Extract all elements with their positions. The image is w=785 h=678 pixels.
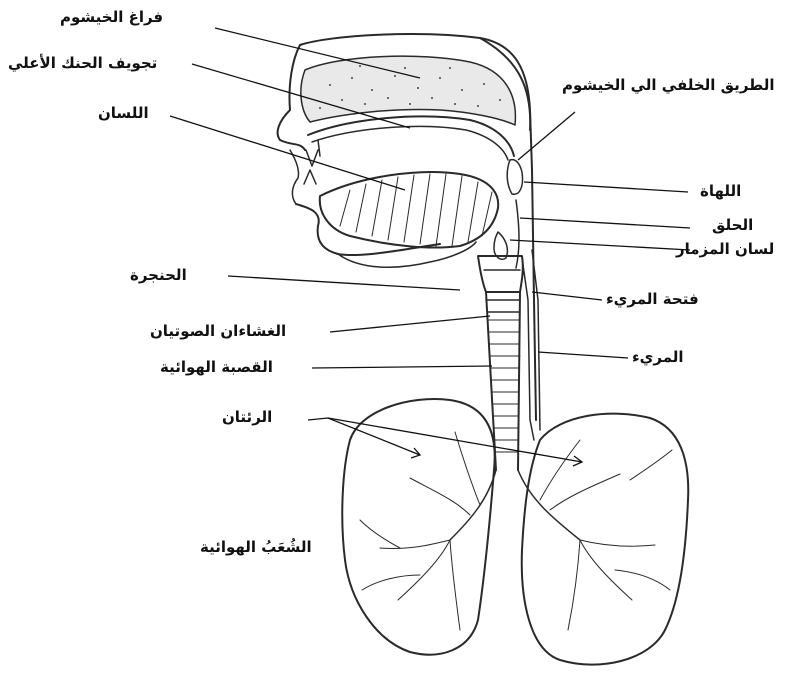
label-bronchi: الشُعَبُ الهوائية	[200, 538, 312, 556]
label-epiglottis: لسان المزمار	[676, 240, 774, 258]
right-lung-shape	[522, 414, 688, 665]
label-larynx: الحنجرة	[130, 266, 187, 284]
label-palate-cavity: تجويف الحنك الأعلي	[8, 54, 157, 72]
label-vocal-cords: الغشاءان الصوتيان	[150, 322, 286, 340]
label-pharynx: الحلق	[712, 216, 753, 234]
label-posterior-nasal-path: الطريق الخلفي الي الخيشوم	[562, 76, 775, 94]
nasal-cavity-shape	[301, 56, 516, 125]
label-nasal-cavity: فراغ الخيشوم	[60, 8, 163, 26]
label-esophagus: المريء	[632, 348, 684, 366]
esophagus-shape	[522, 250, 540, 440]
label-trachea: القصبة الهوائية	[160, 358, 273, 376]
label-esophagus-opening: فتحة المريء	[606, 290, 699, 308]
label-uvula: اللهاة	[700, 182, 741, 200]
trachea-shape	[486, 292, 520, 470]
bronchi-tree	[360, 432, 672, 630]
tongue-shape	[320, 172, 498, 247]
label-lungs: الرئتان	[222, 408, 272, 426]
left-lung-shape	[342, 399, 494, 655]
label-tongue: اللسان	[98, 104, 149, 122]
